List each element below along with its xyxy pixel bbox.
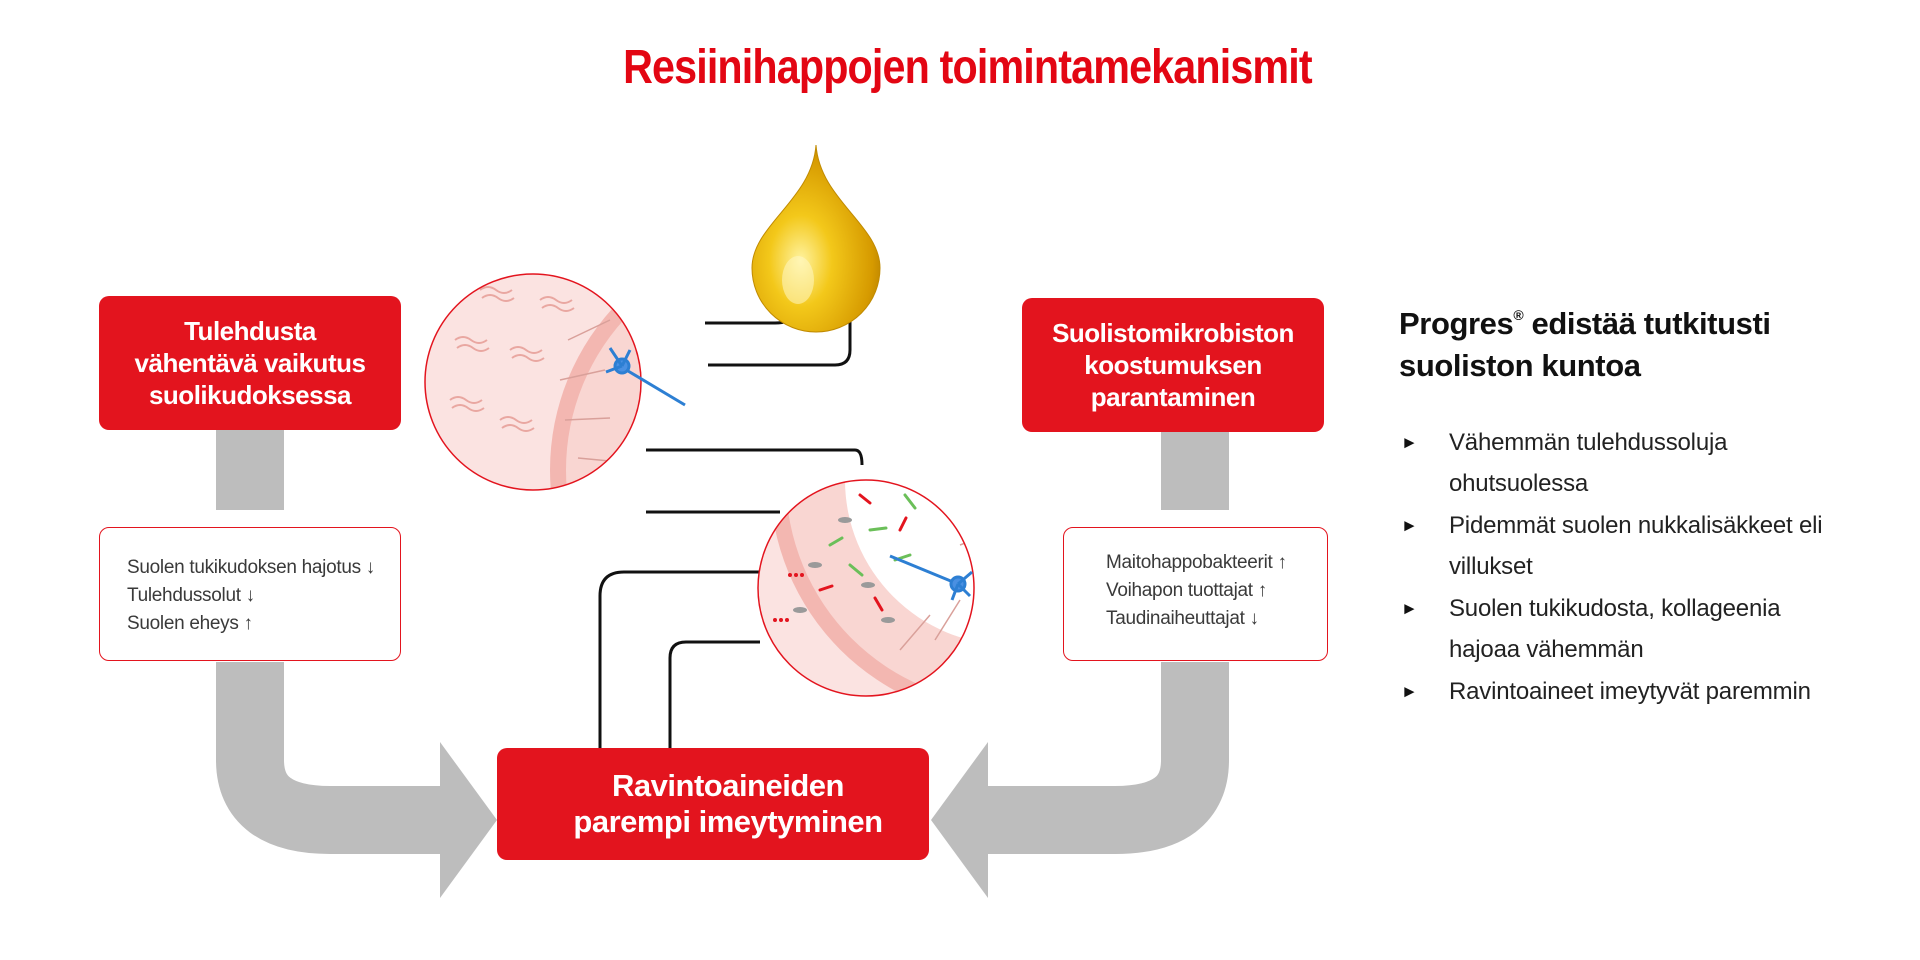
benefit-item: ► Vähemmän tulehdussoluja ohutsuolessa [1401, 422, 1839, 504]
oil-drop-icon [751, 144, 881, 333]
benefit-item: ► Pidemmät suolen nukkalisäkkeet eli vill… [1401, 505, 1839, 587]
oil-drop-highlight [782, 256, 814, 304]
mechanism-label-right: Suolistomikrobiston koostumuksen paranta… [1052, 318, 1294, 412]
tissue-circle-microbiota [757, 479, 975, 697]
effect-item: Tulehdussolut ↓ [127, 585, 255, 606]
benefits-list: ► Vähemmän tulehdussoluja ohutsuolessa ► P… [1401, 422, 1839, 713]
effect-item: Voihapon tuottajat ↑ [1106, 580, 1267, 601]
benefit-text: Pidemmät suolen nukkalisäkkeet eli villu… [1449, 512, 1823, 580]
benefit-text: Ravintoaineet imeytyvät paremmin [1449, 678, 1811, 705]
effects-list-left: Suolen tukikudoksen hajotus ↓ Tulehdusso… [99, 527, 401, 661]
bullet-arrow-icon: ► [1401, 682, 1418, 701]
mechanism-anti-inflammatory: Tulehdusta vähentävä vaikutus suolikudok… [99, 296, 401, 430]
benefit-text: Vähemmän tulehdussoluja ohutsuolessa [1449, 429, 1728, 497]
mechanism-microbiota: Suolistomikrobiston koostumuksen paranta… [1022, 298, 1324, 432]
benefit-item: ► Suolen tukikudosta, kollageenia hajoaa … [1401, 588, 1839, 670]
arrow-left-to-result [216, 430, 497, 898]
benefit-text: Suolen tukikudosta, kollageenia hajoaa v… [1449, 595, 1781, 663]
mechanism-label-result: Ravintoaineiden parempi imeytyminen [573, 768, 883, 839]
brand-name: Progres [1399, 306, 1514, 341]
page-title: Resiinihappojen toimintamekanismit [623, 41, 1313, 94]
sidebar-heading: Progres® edistää tutkitusti suoliston ku… [1399, 294, 1771, 387]
effect-item: Suolen tukikudoksen hajotus ↓ [127, 557, 375, 578]
arrow-right-to-result [931, 432, 1229, 898]
bullet-arrow-icon: ► [1401, 433, 1418, 452]
mechanism-result: Ravintoaineiden parempi imeytyminen [497, 748, 929, 860]
registered-mark: ® [1513, 307, 1524, 323]
connector-lines [598, 310, 864, 748]
effect-item: Suolen eheys ↑ [127, 613, 253, 634]
tissue-circle-inflammation [424, 273, 686, 491]
effect-item: Maitohappobakteerit ↑ [1106, 552, 1287, 573]
bullet-arrow-icon: ► [1401, 516, 1418, 535]
heading-text-line2: suoliston kuntoa [1399, 348, 1641, 383]
mechanism-label-left: Tulehdusta vähentävä vaikutus suolikudok… [134, 316, 366, 410]
bullet-arrow-icon: ► [1401, 599, 1418, 618]
effects-list-right: Maitohappobakteerit ↑ Voihapon tuottajat… [1063, 527, 1328, 661]
benefit-item: ► Ravintoaineet imeytyvät paremmin [1401, 671, 1839, 712]
effect-item: Taudinaiheuttajat ↓ [1106, 608, 1259, 629]
heading-text: edistää tutkitusti [1523, 306, 1771, 341]
